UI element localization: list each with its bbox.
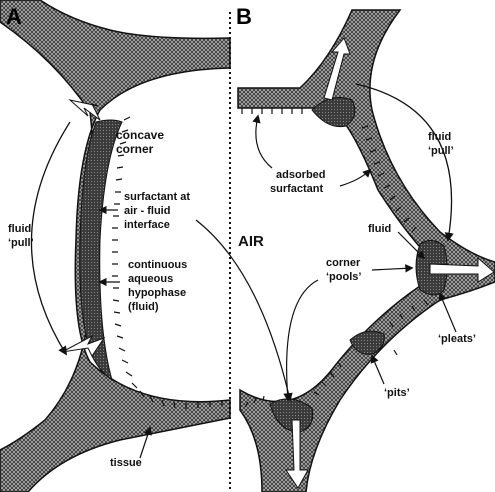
tissue-label: tissue <box>110 457 142 469</box>
leader-pits <box>372 356 384 384</box>
air-label: AIR <box>238 233 264 250</box>
fluid-pull-label-b: fluid ‘pull’ <box>428 131 454 157</box>
leader-corner-pools-right <box>372 268 412 270</box>
fluid-pull-label-a: fluid ‘pull’ <box>8 223 34 249</box>
panel-a: A concave corner surfactant at air - flu… <box>0 0 230 492</box>
hypophase-label: continuous aqueous hypophase (fluid) <box>128 259 190 313</box>
surfactant-interface-label: surfactant at air - fluid interface <box>124 191 193 231</box>
corner-pools-label: corner ‘pools’ <box>326 257 363 283</box>
panel-a-label: A <box>6 4 22 29</box>
leader-corner-pools-bottom <box>287 280 318 400</box>
leader-adsorbed-surfactant <box>256 116 272 168</box>
concave-corner-label: concave corner <box>116 128 167 156</box>
tissue-wall-a <box>0 0 230 492</box>
pits-label: ‘pits’ <box>384 387 410 399</box>
leader-adsorbed-surfactant-2 <box>340 170 370 186</box>
panel-b-label: B <box>236 4 252 29</box>
fluid-pull-arrow-a <box>31 122 70 354</box>
pleats-label: ‘pleats’ <box>438 333 476 345</box>
fluid-label-b: fluid <box>368 223 391 235</box>
adsorbed-surfactant-label: adsorbed surfactant <box>270 169 329 195</box>
leader-pleats <box>440 294 456 332</box>
